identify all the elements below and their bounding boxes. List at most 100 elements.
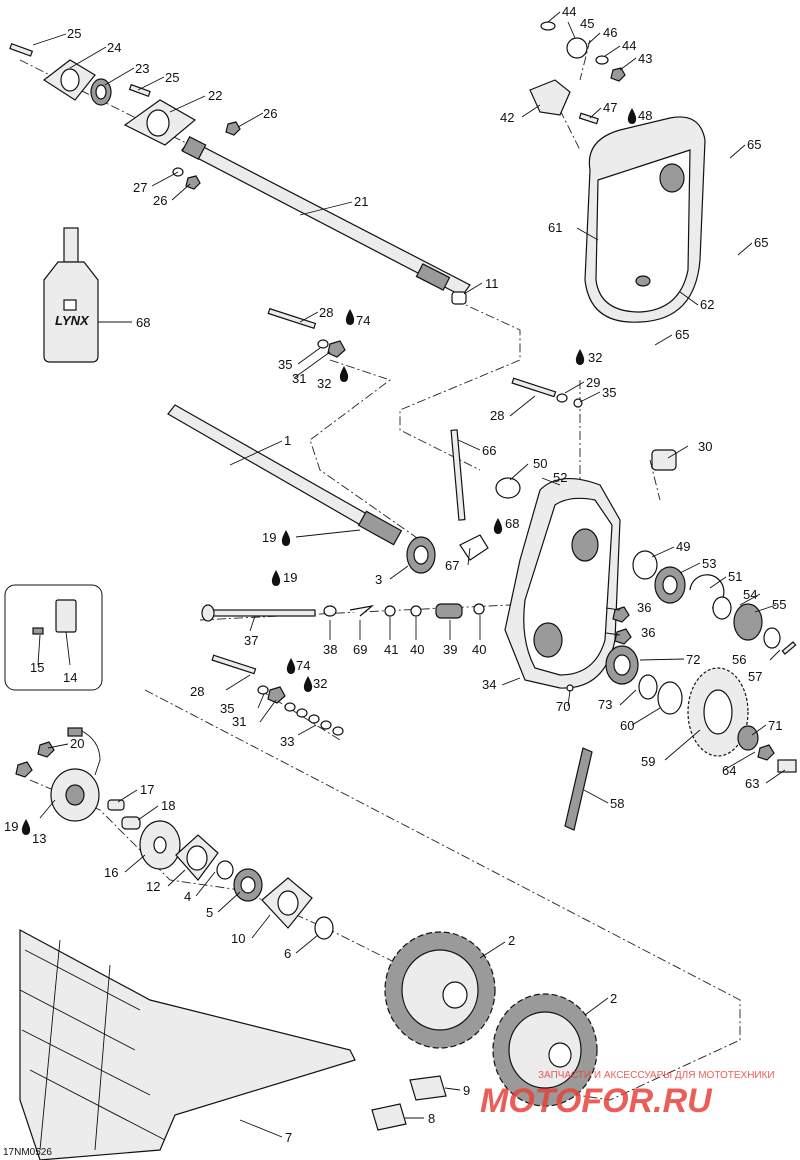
chaincase-cover xyxy=(529,21,706,323)
callout-label: 31 xyxy=(232,714,246,729)
callout-label: 4 xyxy=(184,889,191,904)
callout-label: 59 xyxy=(641,754,655,769)
lubricant-drop-icon xyxy=(303,676,313,692)
callout-label: 53 xyxy=(702,556,716,571)
bushing xyxy=(495,477,521,499)
shaft-splines xyxy=(181,135,207,161)
lubricant-drop-icon xyxy=(271,570,281,586)
callout-label: 73 xyxy=(598,697,612,712)
cover-vent xyxy=(659,163,685,193)
shim xyxy=(332,726,344,736)
sprocket xyxy=(733,603,763,641)
chaincase-housing xyxy=(450,429,621,689)
callout-label: 16 xyxy=(104,865,118,880)
callout-label: 12 xyxy=(146,879,160,894)
spring xyxy=(435,603,463,619)
washer xyxy=(257,685,269,695)
callout-label: 41 xyxy=(384,642,398,657)
drive-sprockets xyxy=(384,931,598,1107)
callout-label: 40 xyxy=(472,642,486,657)
tensioner-rod-stack xyxy=(201,603,485,622)
callout-label: 2 xyxy=(610,991,617,1006)
washer xyxy=(595,55,609,65)
bolt xyxy=(128,83,151,98)
o-ring xyxy=(216,860,234,880)
callout-label: 13 xyxy=(32,831,46,846)
nut xyxy=(185,175,201,190)
callout-label: 32 xyxy=(313,676,327,691)
tensioner-bolt xyxy=(204,609,316,617)
callout-label: 33 xyxy=(280,734,294,749)
screw xyxy=(32,627,44,635)
washer xyxy=(323,605,337,617)
callout-label: 62 xyxy=(700,297,714,312)
callout-label: 52 xyxy=(553,470,567,485)
callout-label: 26 xyxy=(263,106,277,121)
spacer xyxy=(712,596,732,620)
track xyxy=(19,928,356,1160)
bracket xyxy=(55,599,77,633)
callout-label: 38 xyxy=(323,642,337,657)
callout-label: 74 xyxy=(296,658,310,673)
spacer xyxy=(121,816,141,830)
nut xyxy=(37,741,55,758)
callout-label: 65 xyxy=(747,137,761,152)
nut xyxy=(327,340,346,358)
callout-label: 55 xyxy=(772,597,786,612)
callout-label: 25 xyxy=(165,70,179,85)
callout-label: 35 xyxy=(602,385,616,400)
lubricant-drop-icon xyxy=(493,518,503,534)
callout-label: 29 xyxy=(586,375,600,390)
hairpin xyxy=(349,605,375,617)
washer xyxy=(473,603,485,615)
washer xyxy=(540,21,556,31)
callout-label: 51 xyxy=(728,569,742,584)
bracket xyxy=(651,449,677,471)
callout-label: 65 xyxy=(754,235,768,250)
callout-label: 36 xyxy=(637,600,651,615)
callout-label: 32 xyxy=(588,350,602,365)
callout-label: 46 xyxy=(603,25,617,40)
callout-label: 66 xyxy=(482,443,496,458)
callout-label: 54 xyxy=(743,587,757,602)
track-clip xyxy=(371,1103,407,1131)
gasket xyxy=(459,534,489,561)
callout-label: 64 xyxy=(722,763,736,778)
upper-shaft-assembly xyxy=(9,42,471,305)
dipstick xyxy=(450,429,466,521)
nut xyxy=(757,744,775,761)
callout-label: 74 xyxy=(356,313,370,328)
callout-label: 19 xyxy=(4,819,18,834)
shim xyxy=(308,714,320,724)
spacer-ring xyxy=(632,550,658,580)
callout-leaders xyxy=(32,11,786,1138)
callout-label: 35 xyxy=(278,357,292,372)
callout-label: 32 xyxy=(317,376,331,391)
callout-label: 71 xyxy=(768,718,782,733)
callout-label: 67 xyxy=(445,558,459,573)
nut xyxy=(610,67,626,82)
callout-label: 20 xyxy=(70,736,84,751)
callout-label: 1 xyxy=(284,433,291,448)
callout-label: 49 xyxy=(676,539,690,554)
shaft-splines-end xyxy=(415,263,451,291)
callout-label: 21 xyxy=(354,194,368,209)
track-clips xyxy=(371,1075,447,1131)
washer xyxy=(556,393,568,403)
o-ring xyxy=(384,605,396,617)
nut xyxy=(614,628,632,645)
shim xyxy=(296,708,308,718)
nut xyxy=(267,686,286,704)
washer xyxy=(763,627,781,649)
callout-label: 6 xyxy=(284,946,291,961)
spacer-ring xyxy=(638,674,658,700)
bolt xyxy=(267,307,317,330)
fitting xyxy=(107,799,125,811)
nut xyxy=(15,761,33,778)
pin xyxy=(578,112,599,125)
watermark-logo: ЗАПЧАСТИ И АКСЕССУАРЫ ДЛЯ МОТОТЕХНИКИ MO… xyxy=(480,1070,775,1120)
callout-label: 36 xyxy=(641,625,655,640)
callout-label: 19 xyxy=(283,570,297,585)
callout-label: 17 xyxy=(140,782,154,797)
